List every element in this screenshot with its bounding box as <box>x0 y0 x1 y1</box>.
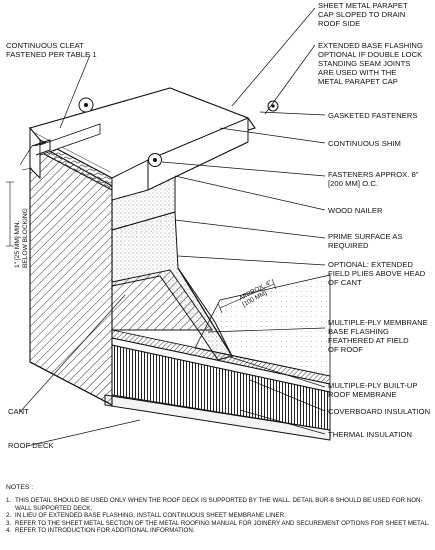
note-item: 4. REFER TO INTRODUCTION FOR ADDITIONAL … <box>6 527 430 534</box>
note-item: 3. REFER TO THE SHEET METAL SECTION OF T… <box>6 520 430 527</box>
note-number: 4. <box>6 527 12 535</box>
label-continuous-shim: CONTINUOUS SHIM <box>328 139 401 148</box>
note-number: 2. <box>6 512 12 520</box>
label-optional-field-plies: OPTIONAL: EXTENDED FIELD PLIES ABOVE HEA… <box>328 260 426 287</box>
note-text: IN LIEU OF EXTENDED BASE FLASHING, INSTA… <box>15 512 286 520</box>
label-blocking-dimension: 1" [25 mm] MIN. BELOW BLOCKING <box>14 208 29 268</box>
label-wood-nailer: WOOD NAILER <box>328 206 383 215</box>
note-text: REFER TO INTRODUCTION FOR ADDITIONAL INF… <box>15 527 195 535</box>
blocking-dimension <box>6 181 14 247</box>
label-extended-base-flashing: EXTENDED BASE FLASHING OPTIONAL IF DOUBL… <box>318 41 423 86</box>
note-number: 1. <box>6 497 12 505</box>
note-number: 3. <box>6 519 12 527</box>
note-item: 2. IN LIEU OF EXTENDED BASE FLASHING, IN… <box>6 512 430 519</box>
label-thermal: THERMAL INSULATION <box>328 430 413 439</box>
note-item: 1. THIS DETAIL SHOULD BE USED ONLY WHEN … <box>6 497 430 512</box>
label-roof-deck: ROOF DECK <box>8 441 54 450</box>
label-continuous-cleat: CONTINUOUS CLEAT FASTENED PER TABLE 1 <box>6 41 97 59</box>
label-membrane-base-flashing: MULTIPLE-PLY MEMBRANE BASE FLASHING FEAT… <box>328 318 428 354</box>
label-cant: CANT <box>8 407 29 416</box>
label-fasteners-oc: FASTENERS APPROX. 8" [200 mm] O.C. <box>328 170 419 188</box>
label-gasketed-fasteners: GASKETED FASTENERS <box>328 111 418 120</box>
membrane-base-flashing <box>111 211 233 361</box>
continuous-cleat <box>31 139 51 156</box>
label-prime-surface: PRIME SURFACE AS REQUIRED <box>328 232 403 250</box>
label-coverboard: COVERBOARD INSULATION <box>328 407 431 416</box>
note-text: THIS DETAIL SHOULD BE USED ONLY WHEN THE… <box>15 497 423 512</box>
notes-title: NOTES : <box>6 484 34 491</box>
approx-dimension <box>217 278 277 314</box>
sheet-metal-parapet-cap <box>21 87 256 201</box>
gasketed-fasteners <box>78 97 279 167</box>
label-built-up-membrane: MULTIPLE-PLY BUILT-UP ROOF MEMBRANE <box>328 381 418 399</box>
leader-lines <box>19 7 326 447</box>
label-sheet-metal-cap: SHEET METAL PARAPET CAP SLOPED TO DRAIN … <box>318 1 408 28</box>
notes-section: NOTES : 1. THIS DETAIL SHOULD BE USED ON… <box>6 484 430 534</box>
note-text: REFER TO THE SHEET METAL SECTION OF THE … <box>15 519 430 527</box>
